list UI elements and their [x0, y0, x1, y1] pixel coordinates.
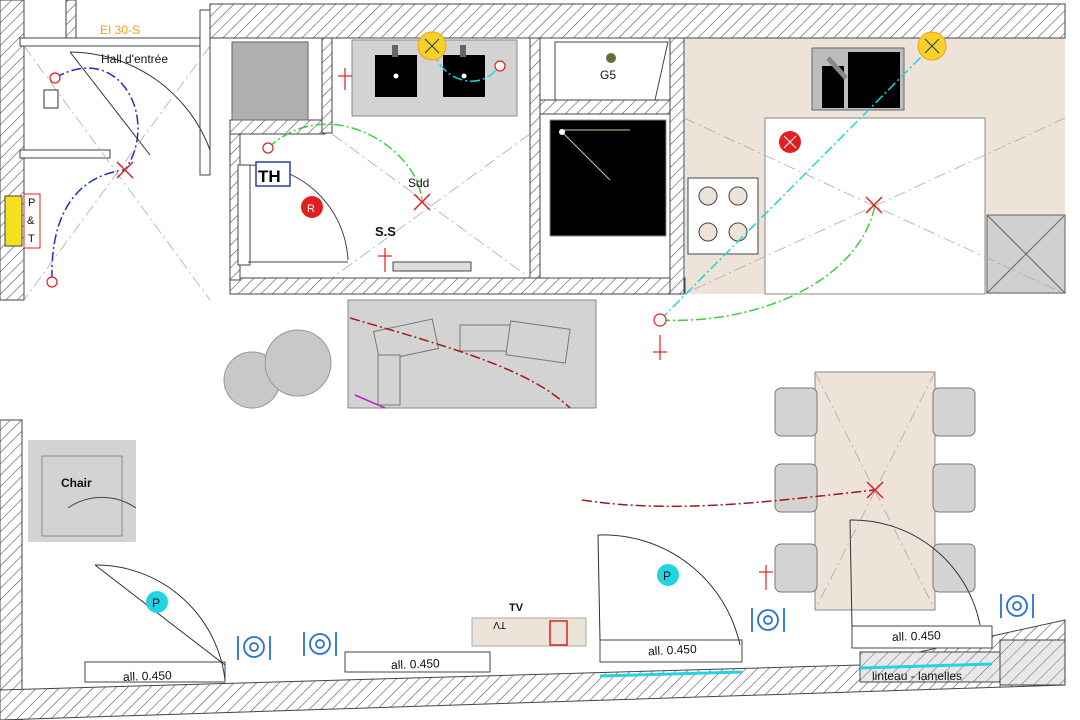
extractor-icon [417, 31, 947, 61]
radiator-label: R [307, 203, 315, 215]
fire-rating-label: EI 30-S [100, 23, 140, 37]
chair-label: Chair [61, 476, 92, 490]
intercom-icon [43, 89, 59, 109]
socket-label: P [152, 596, 160, 610]
hob-icon [687, 177, 759, 255]
door-swings [67, 51, 981, 681]
towel-radiator [392, 261, 472, 272]
ss-label: S.S [375, 224, 396, 239]
g5-label: G5 [600, 68, 616, 82]
dining-chairs [774, 387, 976, 593]
lintel-blind-label: linteau - lamelles [872, 669, 962, 683]
lintel-label: all. 0.450 [648, 642, 698, 659]
electric-panel-icon [4, 195, 23, 247]
light-point-icon [116, 161, 884, 499]
network-outlet-icon [237, 594, 1034, 660]
panel-p-label: P [28, 197, 35, 209]
switch-icon [46, 60, 667, 327]
th-label: TH [258, 167, 281, 186]
radiator-marker-icon [301, 196, 323, 218]
socket-icon [657, 564, 679, 586]
panel-t-label: T [28, 233, 35, 245]
armchair [28, 440, 136, 542]
bath-tub [231, 41, 309, 121]
lintel-label: all. 0.450 [892, 628, 941, 644]
bathroom-label: Sdd [408, 176, 429, 190]
th-box [255, 161, 291, 187]
socket-icon [146, 591, 168, 613]
pouf [264, 329, 332, 397]
socket-label: P [663, 569, 671, 583]
panel-amp-label: & [27, 215, 35, 227]
gas-meter-icon [606, 53, 616, 63]
tv-unit [471, 617, 587, 647]
window-sills [84, 625, 993, 683]
sink-icon [848, 52, 900, 108]
hall-label: Hall d'entrée [101, 52, 168, 66]
shower-door-frame [237, 164, 251, 266]
tv-label: TV [509, 602, 524, 614]
tv-socket [549, 620, 568, 646]
toilet [554, 41, 669, 101]
circuit-lines [51, 47, 931, 508]
sink-icon [822, 66, 844, 108]
tv-mirror-label: TV [493, 619, 506, 630]
lintel-label: all. 0.450 [391, 656, 440, 672]
pt-box [23, 193, 41, 249]
lintel-label: all. 0.450 [123, 668, 172, 684]
